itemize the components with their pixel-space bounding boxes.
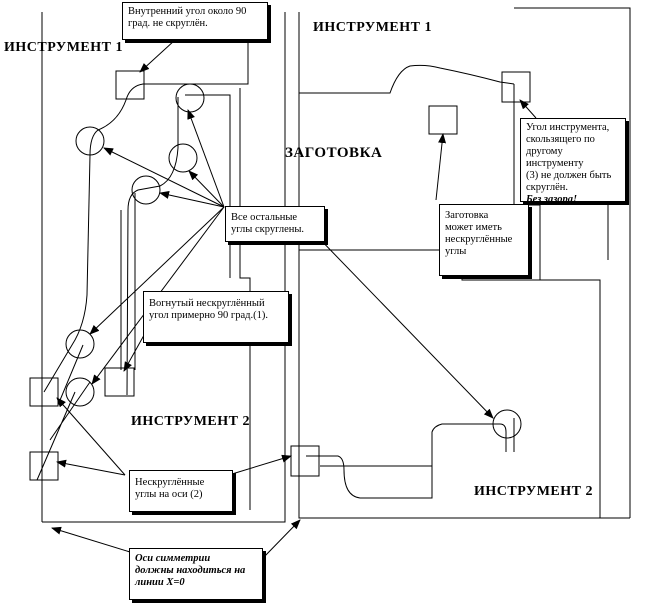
unrounded-corner-marker [501,71,531,103]
tool1-left-outline [42,12,286,523]
note-line: другому инструменту [526,146,584,169]
note-all-rounded: Все остальные углы скруглены. [225,206,325,242]
note-line: может иметь [445,222,502,233]
note-line: Оси симметрии [135,553,211,564]
tool2-left-edge [120,193,136,370]
note-line: угол примерно 90 град.(1). [149,310,268,321]
unrounded-corner-marker [29,451,59,481]
note-line: углы на оси (2) [135,489,203,500]
rounded-corner-marker [492,409,522,439]
leader-arrow [519,99,537,119]
note-symmetry: Оси симметрии должны находиться на линии… [129,548,263,600]
rounded-corner-marker [75,126,105,156]
leader-arrow [187,109,225,208]
leader-arrow [188,170,225,208]
note-line: Заготовка [445,210,489,221]
tool2-right-label: ИНСТРУМЕНТ 2 [474,484,593,499]
tool1-right-profile [299,64,515,94]
leader-arrow [56,459,126,476]
tool1-left-label: ИНСТРУМЕНТ 1 [4,40,123,55]
note-line: скользящего по [526,134,595,145]
unrounded-corner-marker [290,445,320,477]
unrounded-corner-marker [104,367,135,397]
leader-arrow [89,206,225,335]
note-inner-corner: Внутренний угол около 90 град. не скругл… [122,2,268,40]
rounded-corner-marker [65,377,95,407]
rounded-corner-marker [168,143,198,173]
note-line: (3) не должен быть [526,170,612,181]
note-sliding-corner: Угол инструмента, скользящего по другому… [520,118,626,205]
leader-arrow [139,39,176,73]
rounded-corner-marker [175,83,205,113]
note-line: линии X=0 [135,577,185,588]
note-line: Угол инструмента, [526,122,610,133]
tool1-right-label: ИНСТРУМЕНТ 1 [313,20,432,35]
leader-arrow [312,231,494,419]
tool2-left-edge [36,344,91,481]
note-line: углы [445,246,467,257]
tool1-right-outline [298,12,630,519]
leader-arrow [56,397,126,476]
leader-arrow [435,133,447,201]
tool2-left-profile [126,97,179,396]
tool2-left-label: ИНСТРУМЕНТ 2 [131,414,250,429]
note-blank-corners: Заготовка может иметь нескруглённые углы [439,204,529,276]
leader-arrow [103,147,225,208]
tool2-right-profile [320,418,515,467]
note-line: должны находиться на [135,565,246,576]
unrounded-corner-marker [115,70,145,100]
note-concave-corner: Вогнутый нескруглённый угол примерно 90 … [143,291,289,343]
tool1-right-outline [514,7,631,518]
leader-arrow [51,526,131,553]
blank-label: ЗАГОТОВКА [285,145,383,161]
unrounded-corner-marker [428,105,458,135]
note-line: скруглён. [526,182,569,193]
unrounded-corner-marker [29,377,59,407]
tool2-left-frame [239,88,251,510]
tool2-right-profile [306,423,507,499]
note-line: углы скруглены. [231,224,305,235]
note-axis-corners: Нескруглённые углы на оси (2) [129,470,233,512]
note-line: Все остальные [231,212,298,223]
note-line: Вогнутый нескруглённый [149,298,265,309]
note-line: град. не скруглён. [128,18,208,29]
note-line: Внутренний угол около 90 [128,6,247,17]
note-line: Нескруглённые [135,477,205,488]
rounded-corner-marker [65,329,95,359]
tool1-right-frame [513,84,601,518]
rounded-corner-marker [131,175,161,205]
leader-arrow [159,191,225,208]
note-line: нескруглённые [445,234,513,245]
leader-arrow [262,519,301,559]
leader-arrow [231,454,292,475]
note-emphasis: Без зазора! [526,194,578,205]
